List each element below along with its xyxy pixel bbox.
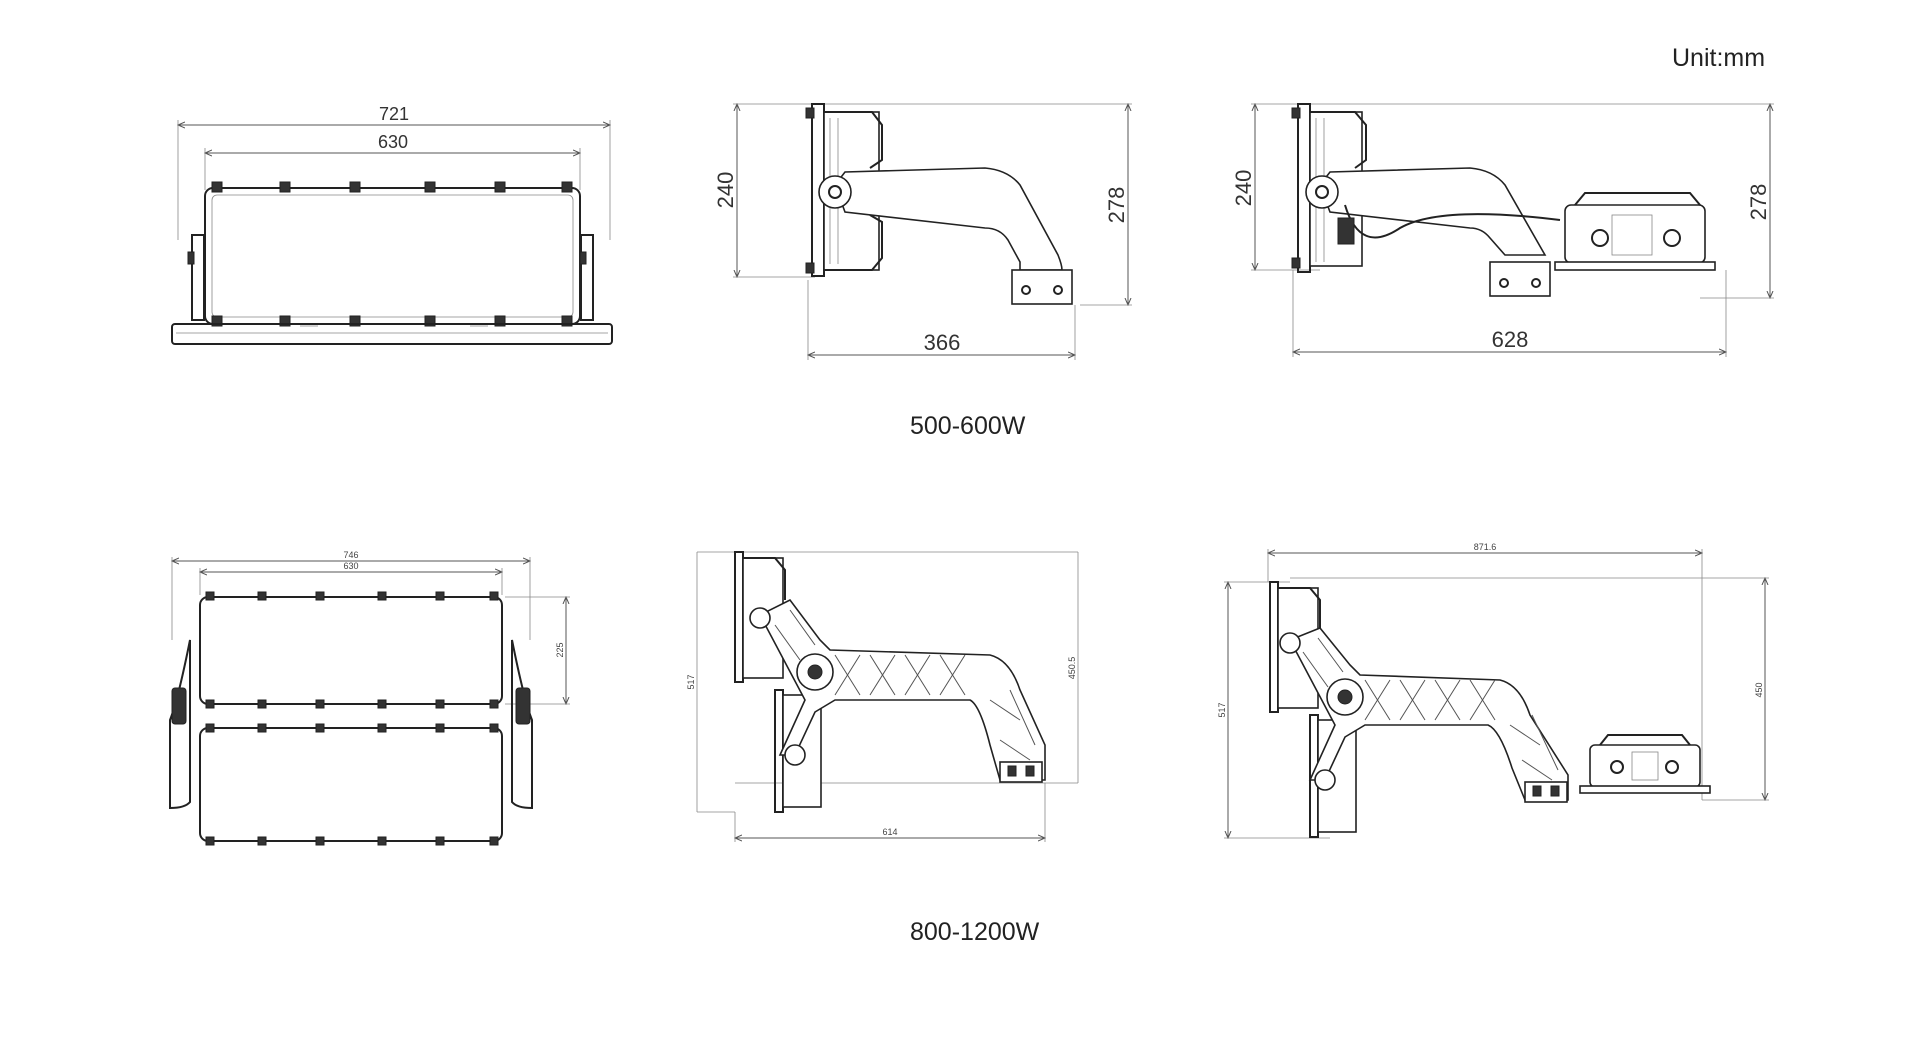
unit-label: Unit:mm: [1672, 44, 1766, 72]
caption-500-600w: 500-600W: [910, 412, 1026, 440]
r1-front-inner-width: 630: [378, 132, 408, 152]
r1-side-driver-view: 240 278 628: [1231, 103, 1774, 357]
r1-side-depth: 366: [924, 330, 961, 355]
r1-front-view: 721 630: [171, 104, 613, 345]
r2-side-depth: 614: [882, 827, 897, 837]
r1-side-height-left: 240: [713, 172, 738, 209]
r2-side-view: 614 517 450.5: [686, 551, 1079, 842]
r2-front-panel-height: 225: [555, 642, 565, 657]
caption-800-1200w: 800-1200W: [910, 918, 1040, 946]
r1-driver-height-right: 278: [1746, 184, 1771, 221]
r1-side-height-right: 278: [1104, 187, 1129, 224]
r2-side-height-left: 517: [686, 674, 696, 689]
r1-side-view: 240 278 366: [713, 103, 1132, 360]
r2-front-outer-width: 746: [343, 550, 358, 560]
r1-front-outer-width: 721: [379, 104, 409, 124]
r2-driver-height-right: 450: [1754, 682, 1764, 697]
r1-driver-height-left: 240: [1231, 170, 1256, 207]
r2-driver-depth: 871.6: [1474, 542, 1497, 552]
r2-front-view: 746 630 225: [169, 550, 570, 846]
r2-side-height-right: 450.5: [1067, 657, 1077, 680]
r2-side-driver-view: 871.6 517 450: [1217, 542, 1769, 838]
r2-front-inner-width: 630: [343, 561, 358, 571]
r2-driver-height-left: 517: [1217, 702, 1227, 717]
r1-driver-depth: 628: [1492, 327, 1529, 352]
